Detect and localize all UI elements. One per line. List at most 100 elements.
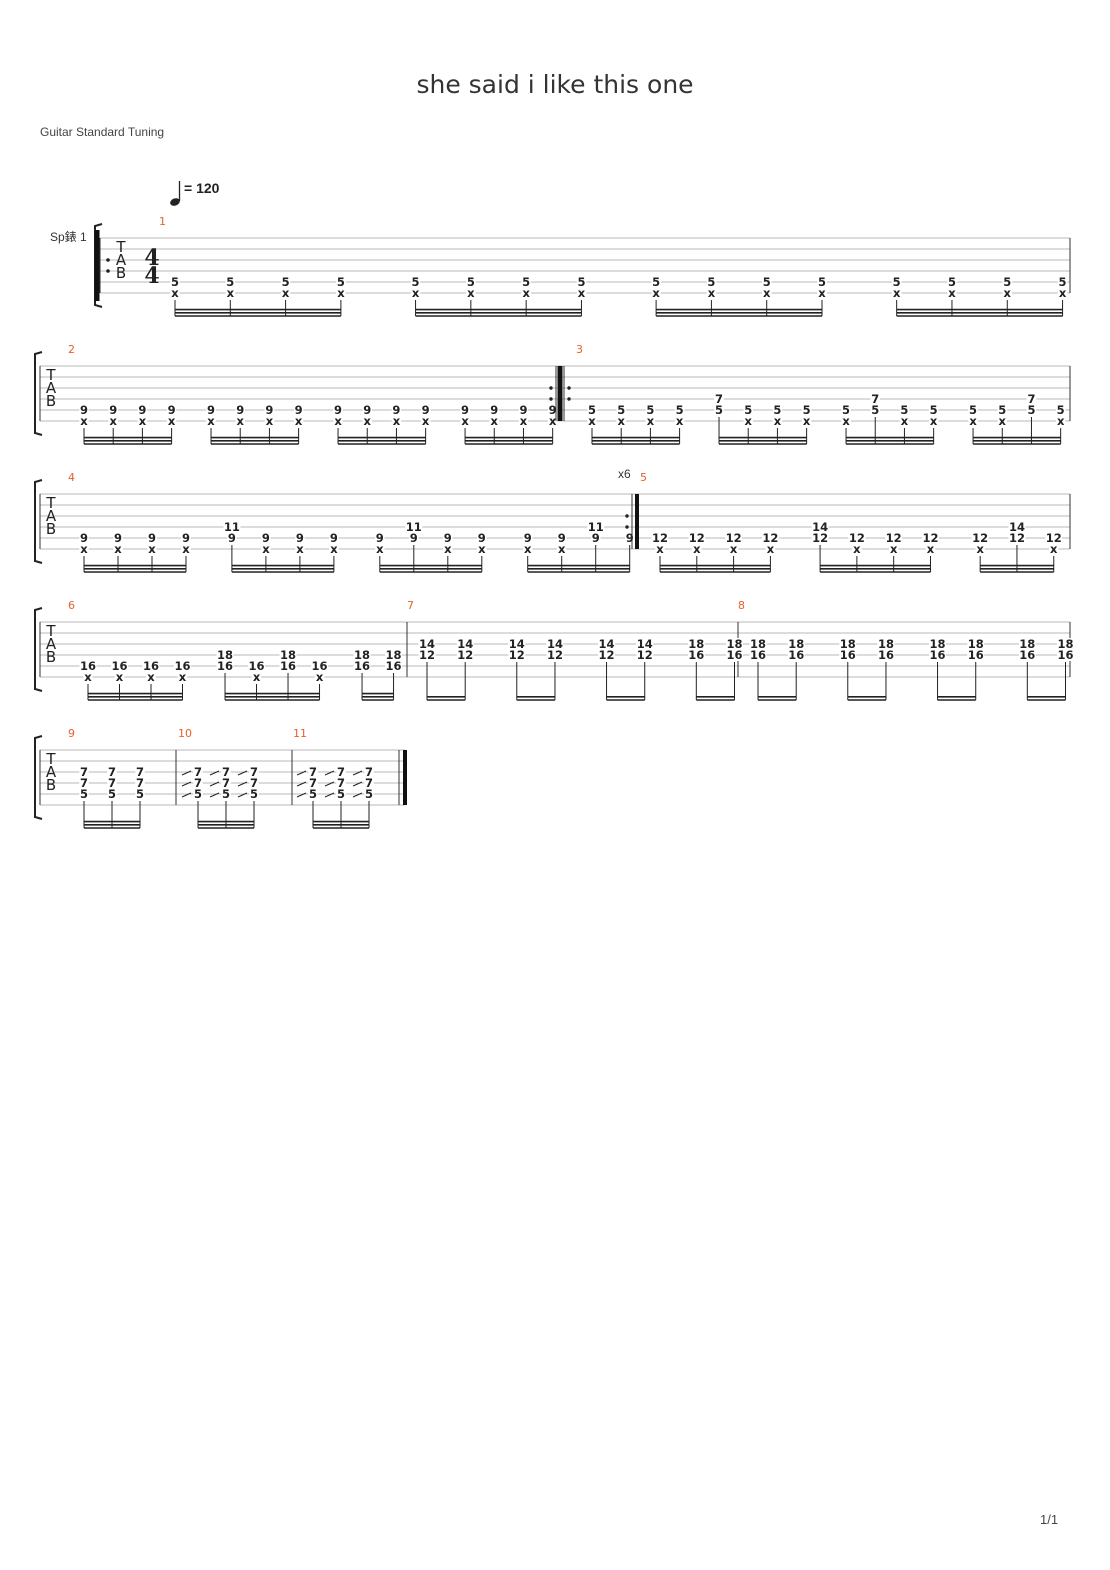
fret-number: 5 <box>80 787 88 801</box>
slide-in-mark <box>324 770 335 776</box>
fret-number: 16 <box>386 659 402 673</box>
fret-number: 5 <box>588 403 596 417</box>
dead-note: x <box>549 414 557 428</box>
dead-note: x <box>80 542 88 556</box>
dead-note: x <box>767 542 775 556</box>
fret-bg <box>1055 415 1066 427</box>
fret-number: 9 <box>334 403 342 417</box>
dead-note: x <box>693 542 701 556</box>
fret-bg <box>170 276 180 288</box>
fret-bg <box>137 415 148 427</box>
fret-bg <box>308 777 318 789</box>
dead-note: x <box>520 414 528 428</box>
fret-number: 5 <box>1057 403 1065 417</box>
fret-number: 12 <box>849 531 865 545</box>
tab-system: TAB29x9x9x9x9x9x9x9x9x9x9x9x9x9x9x9x35x5… <box>34 343 1071 445</box>
fret-bg <box>135 788 145 800</box>
fret-number: 12 <box>726 531 742 545</box>
fret-number: 5 <box>842 403 850 417</box>
fret-bg <box>636 638 654 650</box>
slide-in-mark <box>296 781 307 787</box>
dead-note: x <box>80 414 88 428</box>
fret-number: 5 <box>522 275 530 289</box>
fret-bg <box>674 415 685 427</box>
fret-number: 9 <box>80 531 88 545</box>
fret-bg <box>221 777 231 789</box>
tab-clef-letter: B <box>46 520 56 538</box>
fret-bg <box>1018 649 1036 661</box>
fret-number: 18 <box>1019 637 1035 651</box>
fret-number: 9 <box>296 531 304 545</box>
fret-number: 7 <box>194 776 202 790</box>
fret-bg <box>314 671 325 683</box>
fret-bg <box>1057 638 1075 650</box>
fret-bg <box>645 404 656 416</box>
fret-bg <box>353 649 371 661</box>
dead-note: x <box>364 414 372 428</box>
fret-bg <box>743 404 753 416</box>
fret-bg <box>221 788 231 800</box>
dead-note: x <box>148 542 156 556</box>
fret-number: 5 <box>773 403 781 417</box>
fret-number: 7 <box>80 776 88 790</box>
dead-note: x <box>139 414 147 428</box>
fret-number: 9 <box>461 403 469 417</box>
fret-number: 16 <box>217 659 233 673</box>
fret-bg <box>636 649 654 661</box>
fret-number: 18 <box>727 637 743 651</box>
fret-number: 12 <box>886 531 902 545</box>
tab-clef-letter: A <box>46 763 57 781</box>
dead-note: x <box>116 670 124 684</box>
fret-number: 5 <box>412 275 420 289</box>
fret-number: 5 <box>337 275 345 289</box>
fret-bg <box>772 404 783 416</box>
fret-bg <box>235 404 245 416</box>
fret-bg <box>508 638 526 650</box>
fret-bg <box>761 532 779 544</box>
fret-bg <box>967 649 985 661</box>
fret-number: 7 <box>108 776 116 790</box>
fret-bg <box>251 671 262 683</box>
fret-bg <box>728 543 739 555</box>
fret-bg <box>295 543 305 555</box>
dead-note: x <box>818 286 826 300</box>
tab-clef-letter: T <box>45 366 56 384</box>
fret-bg <box>329 543 339 555</box>
dead-note: x <box>1050 542 1058 556</box>
fret-bg <box>518 404 529 416</box>
fret-number: 9 <box>524 531 532 545</box>
fret-bg <box>420 404 431 416</box>
fret-bg <box>135 777 145 789</box>
fret-number: 9 <box>109 403 117 417</box>
dead-note: x <box>393 414 401 428</box>
dead-note: x <box>763 286 771 300</box>
fret-bg <box>975 543 985 555</box>
fret-bg <box>295 532 305 544</box>
fret-bg <box>587 415 597 427</box>
fret-number: 9 <box>80 403 88 417</box>
fret-bg <box>333 404 343 416</box>
fret-bg <box>456 649 474 661</box>
fret-bg <box>743 415 753 427</box>
fret-number: 18 <box>280 648 296 662</box>
fret-bg <box>147 543 157 555</box>
dead-note: x <box>337 286 345 300</box>
fret-number: 18 <box>930 637 946 651</box>
fret-bg <box>590 532 601 544</box>
fret-bg <box>997 415 1008 427</box>
fret-number: 7 <box>337 776 345 790</box>
fret-bg <box>409 532 419 544</box>
track-label: Sp錶 1 <box>50 229 87 244</box>
fret-bg <box>466 276 476 288</box>
slide-in-mark <box>352 770 363 776</box>
dead-note: x <box>853 542 861 556</box>
fret-number: 9 <box>114 531 122 545</box>
dead-note: x <box>467 286 475 300</box>
measure-number: 2 <box>68 343 75 356</box>
slide-in-mark <box>181 792 192 798</box>
fret-bg <box>293 404 304 416</box>
dead-note: x <box>588 414 596 428</box>
fret-number: 14 <box>457 637 473 651</box>
